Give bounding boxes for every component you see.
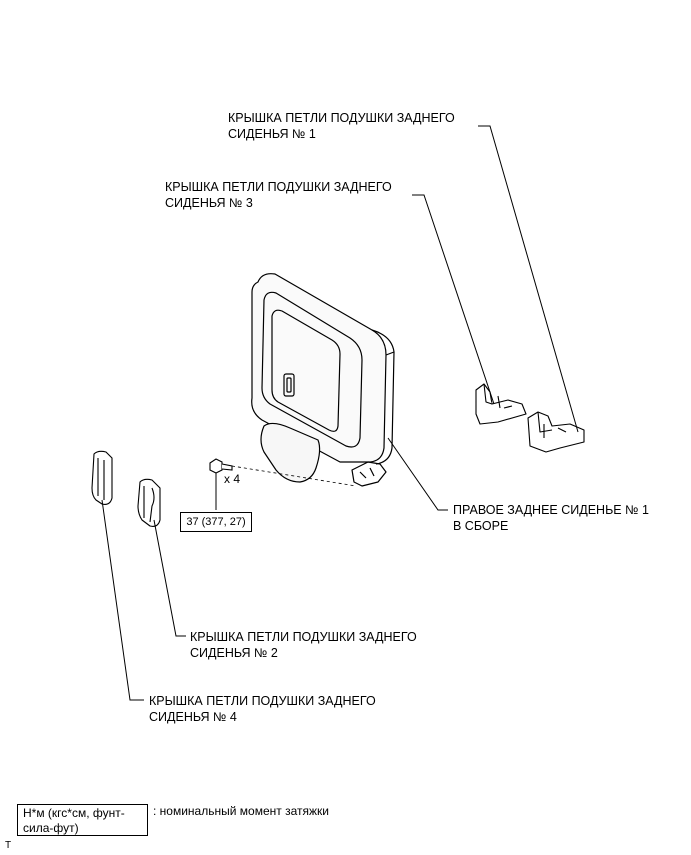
hinge-cover-no3 <box>475 383 527 425</box>
label-hinge-cover-no2: КРЫШКА ПЕТЛИ ПОДУШКИ ЗАДНЕГО СИДЕНЬЯ № 2 <box>190 630 417 660</box>
legend-unit-line1: Н*м (кгс*см, фунт- <box>23 806 125 820</box>
bolt-icon <box>209 458 233 510</box>
hinge-cover-no2 <box>137 478 161 527</box>
corner-mark: T <box>5 840 12 851</box>
bolt-quantity: x 4 <box>224 472 241 486</box>
label-seat-assembly: ПРАВОЕ ЗАДНЕЕ СИДЕНЬЕ № 1 В СБОРЕ <box>453 503 649 533</box>
label-hinge-cover-no1: КРЫШКА ПЕТЛИ ПОДУШКИ ЗАДНЕГО СИДЕНЬЯ № 1 <box>228 111 455 141</box>
hinge-cover-no1 <box>527 411 585 453</box>
leader-lines <box>101 125 579 701</box>
label-hinge-cover-no4: КРЫШКА ПЕТЛИ ПОДУШКИ ЗАДНЕГО СИДЕНЬЯ № 4 <box>149 694 376 724</box>
legend-description: : номинальный момент затяжки <box>153 804 329 818</box>
legend-unit-box: Н*м (кгс*см, фунт- сила-фут) <box>17 804 148 836</box>
rear-seat-assembly <box>231 273 395 487</box>
legend-unit-line2: сила-фут) <box>23 821 79 835</box>
label-hinge-cover-no3: КРЫШКА ПЕТЛИ ПОДУШКИ ЗАДНЕГО СИДЕНЬЯ № 3 <box>165 180 392 210</box>
torque-spec-box: 37 (377, 27) <box>180 512 252 532</box>
hinge-cover-no4 <box>91 450 113 505</box>
